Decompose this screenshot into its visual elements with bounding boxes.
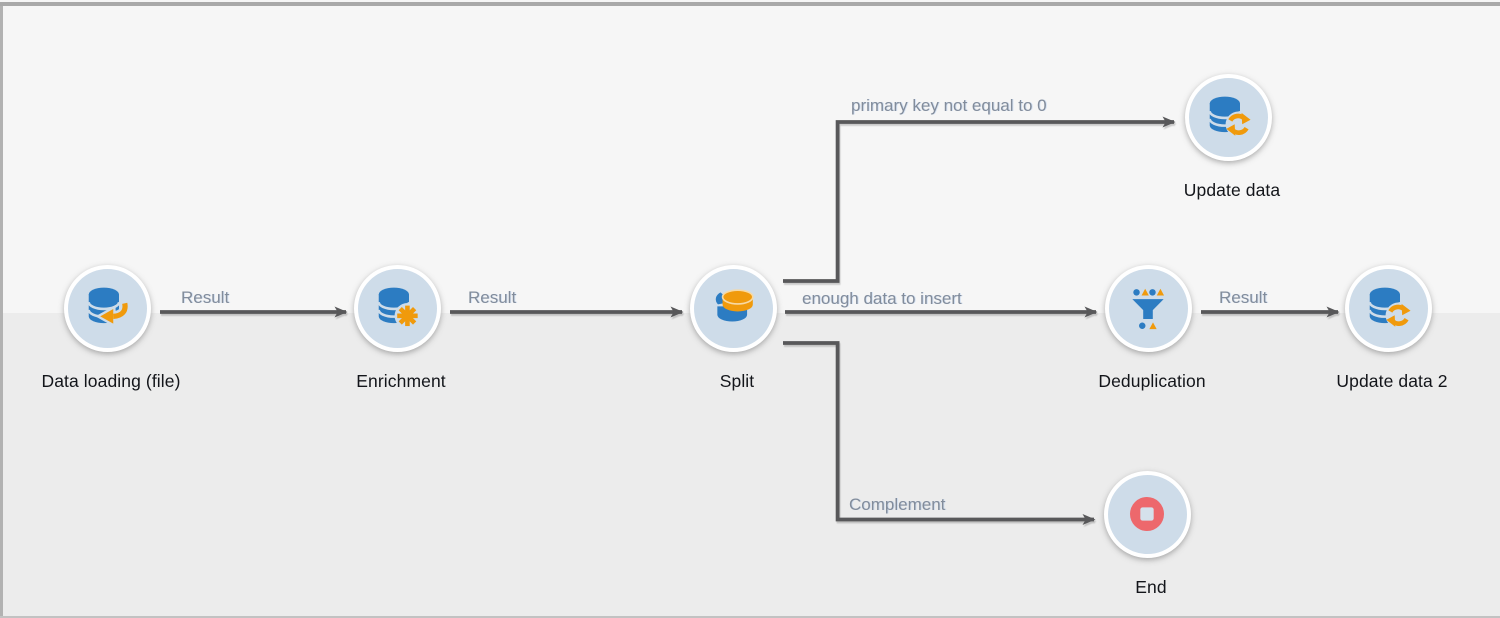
node-split[interactable] (689, 264, 777, 352)
node-label-split: Split (719, 371, 755, 391)
node-label-deduplication: Deduplication (1098, 371, 1206, 391)
funnel-icon (1132, 288, 1165, 330)
database-refresh-icon (1208, 96, 1252, 138)
edge-label-complement: Complement (849, 495, 946, 514)
node-label-data-loading: Data loading (file) (41, 371, 181, 391)
database-import-icon (87, 287, 131, 328)
database-refresh-icon (1368, 287, 1412, 329)
edge-label-result-1: Result (181, 288, 230, 307)
node-label-update-data: Update data (1183, 180, 1281, 200)
edge-label-result-2: Result (468, 288, 517, 307)
database-gear-icon (377, 287, 421, 329)
edge-split-to-end[interactable] (783, 341, 1096, 525)
node-deduplication[interactable] (1104, 264, 1192, 352)
canvas-border-bottom (0, 616, 1500, 618)
canvas-border-left (0, 6, 3, 618)
canvas-border-top (0, 2, 1500, 6)
edge-split-to-update-data[interactable] (783, 116, 1176, 283)
split-cylinder-icon (715, 289, 754, 322)
node-update-data[interactable] (1184, 73, 1272, 161)
node-label-update-data-2: Update data 2 (1336, 371, 1448, 391)
node-label-enrichment: Enrichment (356, 371, 446, 391)
node-label-end: End (1135, 577, 1167, 597)
edge-label-result-3: Result (1219, 288, 1268, 307)
node-end[interactable] (1103, 470, 1191, 558)
node-enrichment[interactable] (353, 264, 441, 352)
stop-icon (1129, 496, 1165, 532)
edge-label-primary-key: primary key not equal to 0 (851, 96, 1047, 115)
node-data-loading[interactable] (63, 264, 151, 352)
node-update-data-2[interactable] (1344, 264, 1432, 352)
edge-label-enough-data: enough data to insert (802, 289, 962, 308)
